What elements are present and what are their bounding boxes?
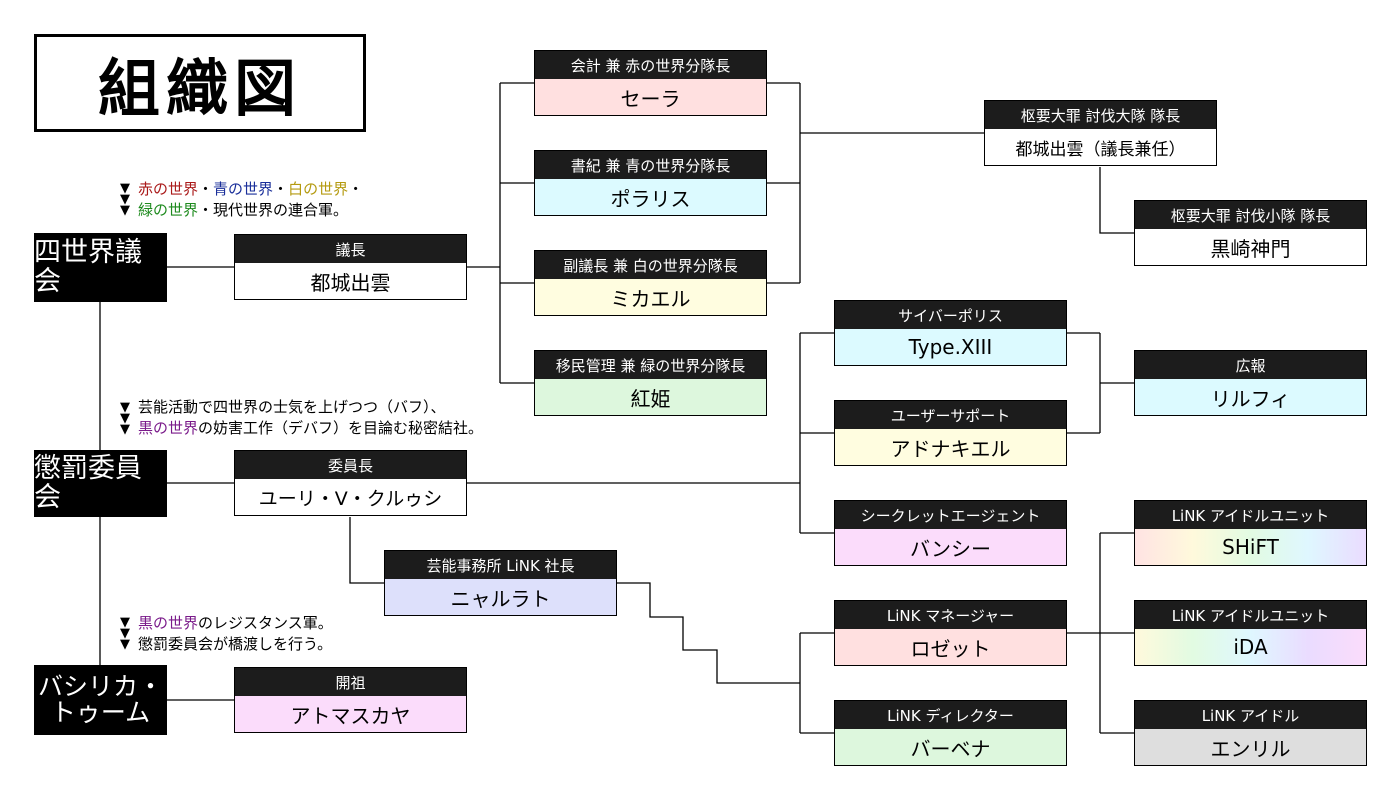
note-committee-line2: の妨害工作（デバフ）を目論む秘密結社。 — [198, 419, 484, 437]
member-name: ニャルラト — [385, 579, 616, 615]
role-label: LiNK アイドルユニット — [1135, 601, 1366, 629]
role-label: 会計 兼 赤の世界分隊長 — [535, 51, 766, 79]
role-label: LiNK アイドル — [1135, 701, 1366, 729]
member-name: ミカエル — [535, 279, 766, 315]
member-name: セーラ — [535, 79, 766, 115]
role-label: 枢要大罪 討伐小隊 隊長 — [1135, 201, 1366, 229]
group-council-label: 四世界議会 — [34, 237, 142, 297]
group-council: 四世界議会 — [34, 233, 167, 302]
role-label: 委員長 — [235, 451, 466, 479]
role-label: 芸能事務所 LiNK 社長 — [385, 551, 616, 579]
role-label: ユーザーサポート — [835, 401, 1066, 429]
note-basilica: 黒の世界のレジスタンス軍。 懲罰委員会が橋渡しを行う。 — [138, 613, 333, 655]
arrow-down-icon: ▼▼▼ — [120, 615, 130, 652]
note-basilica-line2: 懲罰委員会が橋渡しを行う。 — [138, 635, 333, 653]
note-blue-world: 青の世界 — [213, 180, 274, 198]
member-name: 紅姫 — [535, 379, 766, 415]
role-label: シークレットエージェント — [835, 501, 1066, 529]
role-label: 広報 — [1135, 351, 1366, 379]
member-name: 黒崎神門 — [1210, 236, 1291, 261]
group-basilica-label-1: バシリカ・ — [37, 671, 163, 701]
role-label: 議長 — [235, 235, 466, 263]
member-name: ユーリ・V・クルゥシ — [258, 487, 443, 510]
note-council: 赤の世界・青の世界・白の世界・ 緑の世界・現代世界の連合軍。 — [138, 179, 363, 221]
group-committee-label: 懲罰委員会 — [34, 453, 142, 513]
role-label: サイバーポリス — [835, 301, 1066, 329]
note-council-rest: ・現代世界の連合軍。 — [198, 201, 349, 219]
box-link-president: 芸能事務所 LiNK 社長 ニャルラト — [384, 550, 617, 616]
role-label: 書紀 兼 青の世界分隊長 — [535, 151, 766, 179]
arrow-down-icon: ▼▼▼ — [120, 181, 130, 218]
note-committee-line1: 芸能活動で四世界の士気を上げつつ（バフ）、 — [138, 398, 446, 416]
role-label: 開祖 — [235, 668, 466, 696]
box-founder: 開祖 アトマスカヤ — [234, 667, 467, 733]
role-label: 副議長 兼 白の世界分隊長 — [535, 251, 766, 279]
role-label: 枢要大罪 討伐大隊 隊長 — [985, 101, 1216, 129]
note-green-world: 緑の世界 — [138, 201, 199, 219]
box-sumeru-sub: 枢要大罪 討伐小隊 隊長 黒崎神門 — [1134, 200, 1367, 266]
box-ida: LiNK アイドルユニット iDA — [1134, 600, 1367, 666]
box-michael: 副議長 兼 白の世界分隊長 ミカエル — [534, 250, 767, 316]
note-black-world: 黒の世界 — [138, 419, 199, 437]
note-sep: ・ — [198, 180, 214, 198]
member-name: 都城出雲 — [310, 270, 391, 295]
box-secret: シークレットエージェント バンシー — [834, 500, 1067, 566]
role-label: LiNK アイドルユニット — [1135, 501, 1366, 529]
group-basilica-label-2: トゥーム — [50, 698, 151, 727]
note-sep: ・ — [273, 180, 289, 198]
box-cyberpolice: サイバーポリス Type.XIII — [834, 300, 1067, 366]
box-sera: 会計 兼 赤の世界分隊長 セーラ — [534, 50, 767, 116]
member-name: バンシー — [835, 529, 1066, 565]
member-name: エンリル — [1135, 729, 1366, 765]
page-title: 組織図 — [34, 34, 366, 132]
note-sep: ・ — [348, 180, 364, 198]
member-name: ロゼット — [835, 629, 1066, 665]
box-shift: LiNK アイドルユニット SHiFT — [1134, 500, 1367, 566]
member-name: バーベナ — [835, 729, 1066, 765]
arrow-down-icon: ▼▼▼ — [120, 400, 130, 437]
box-manager: LiNK マネージャー ロゼット — [834, 600, 1067, 666]
box-chair: 議長 都城出雲 — [234, 234, 467, 300]
role-label: LiNK マネージャー — [835, 601, 1066, 629]
box-pr: 広報 リルフィ — [1134, 350, 1367, 416]
role-label: LiNK ディレクター — [835, 701, 1066, 729]
member-name: アドナキエル — [835, 429, 1066, 465]
member-name: 都城出雲（議長兼任） — [1015, 139, 1186, 160]
member-name: リルフィ — [1135, 379, 1366, 415]
note-basilica-line1: のレジスタンス軍。 — [198, 614, 333, 632]
box-enril: LiNK アイドル エンリル — [1134, 700, 1367, 766]
box-kouki: 移民管理 兼 緑の世界分隊長 紅姫 — [534, 350, 767, 416]
note-black-world: 黒の世界 — [138, 614, 199, 632]
box-committee-chair: 委員長 ユーリ・V・クルゥシ — [234, 450, 467, 516]
group-basilica: バシリカ・ トゥーム — [34, 665, 167, 735]
box-director: LiNK ディレクター バーベナ — [834, 700, 1067, 766]
member-name: iDA — [1135, 629, 1366, 665]
box-support: ユーザーサポート アドナキエル — [834, 400, 1067, 466]
note-committee: 芸能活動で四世界の士気を上げつつ（バフ）、 黒の世界の妨害工作（デバフ）を目論む… — [138, 397, 483, 439]
member-name: アトマスカヤ — [235, 696, 466, 732]
note-white-world: 白の世界 — [288, 180, 349, 198]
box-sumeru-leader: 枢要大罪 討伐大隊 隊長 都城出雲（議長兼任） — [984, 100, 1217, 166]
member-name: SHiFT — [1135, 529, 1366, 565]
member-name: Type.XIII — [835, 329, 1066, 365]
box-polaris: 書紀 兼 青の世界分隊長 ポラリス — [534, 150, 767, 216]
group-committee: 懲罰委員会 — [34, 450, 167, 517]
member-name: ポラリス — [535, 179, 766, 215]
role-label: 移民管理 兼 緑の世界分隊長 — [535, 351, 766, 379]
line-to-link-president — [349, 517, 384, 584]
note-red-world: 赤の世界 — [138, 180, 199, 198]
line-link-to-staff — [617, 582, 800, 684]
line-sumeru-sub — [1099, 167, 1134, 234]
